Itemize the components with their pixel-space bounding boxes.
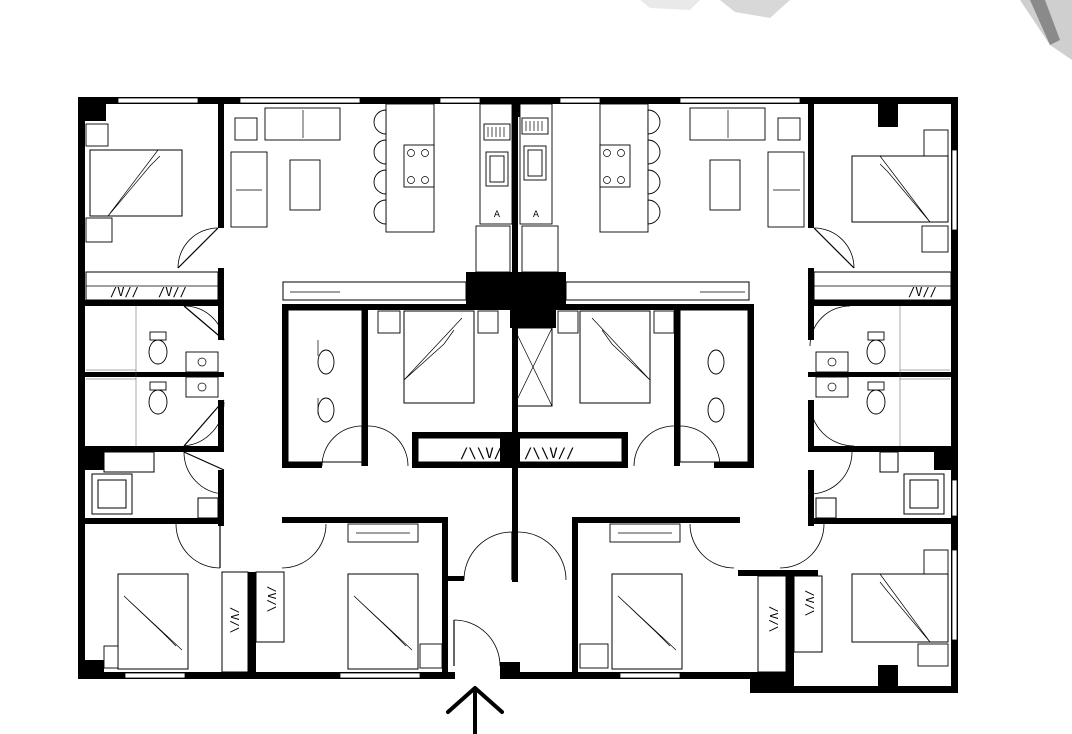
bedroom-top-right: /V// [813,129,952,301]
bedroom-bottom-right-2: /V/\ [793,549,949,667]
svg-text:/V//: /V// [110,285,139,299]
fridge-right [521,225,559,273]
entry-arrow-icon [446,686,504,734]
windows [117,97,958,679]
bedroom-bottom-right-1: /V/\ [579,523,787,673]
living-kitchen-right: A [519,103,805,301]
fridge-left [475,225,511,273]
svg-text:/V/\: /V/\ [803,590,816,617]
svg-text:/V//: /V// [908,285,937,299]
sofa-top-left [264,107,341,141]
bathroom-right [815,306,950,519]
background-fragment [640,0,1072,60]
bedroom-center-left: /\\V// [377,310,513,463]
sofa-left [230,151,268,228]
coffee-table [289,159,321,211]
svg-text:A: A [533,210,540,220]
living-kitchen-left: A [230,103,513,301]
svg-text:/\\V//: /\\V// [524,446,575,462]
closet-right-mid [679,309,749,463]
bedroom-center-right: /\\V// [517,310,675,463]
side-table [777,117,801,141]
side-table [234,117,258,141]
sofa-top-right [689,107,766,141]
svg-text:/V/\: /V/\ [265,586,278,613]
svg-text:/\\V//: /\\V// [460,446,511,462]
interior-walls-left [85,104,512,677]
bedroom-bottom-left-2: /V/\ [255,523,443,670]
bedroom-top-left: /V// /V// [85,123,219,301]
svg-text:/V/\: /V/\ [228,607,241,634]
svg-text:/V/\: /V/\ [767,606,780,633]
bathroom-left [86,306,219,519]
closet-left-mid [287,309,363,463]
sofa-right [767,151,805,228]
svg-text:/V//: /V// [158,285,187,299]
door-swings [175,227,855,667]
interior-walls-right [518,104,951,687]
bedroom-bottom-left-1: /V/\ [103,571,249,673]
svg-text:A: A [494,210,501,220]
coffee-table [709,159,741,211]
